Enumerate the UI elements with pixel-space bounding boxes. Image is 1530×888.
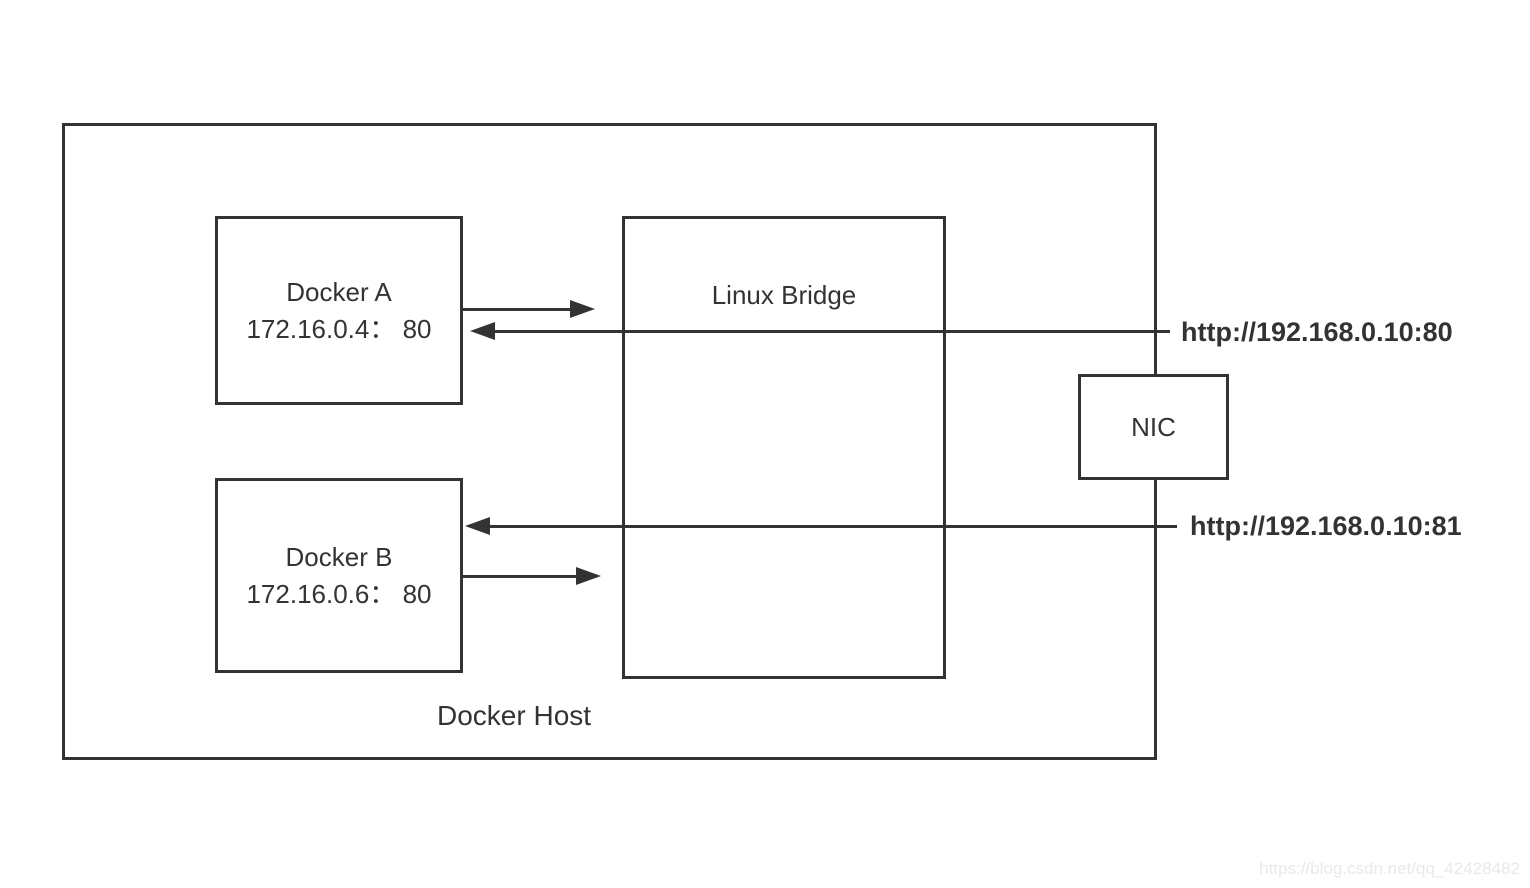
linux-bridge-label: Linux Bridge xyxy=(711,280,857,310)
docker-b-box: Docker B 172.16.0.6： 80 xyxy=(215,478,463,673)
endpoint-url-port-80: http://192.168.0.10:80 xyxy=(1181,317,1453,347)
nic-label: NIC xyxy=(1131,411,1176,442)
endpoint-url-port-81: http://192.168.0.10:81 xyxy=(1190,511,1462,541)
docker-a-title: Docker A xyxy=(286,276,392,307)
linux-bridge-box: Linux Bridge xyxy=(622,216,946,679)
arrow-left-icon xyxy=(470,322,495,340)
arrow-right-icon xyxy=(570,300,595,318)
nic-box: NIC xyxy=(1078,374,1229,480)
docker-b-address: 172.16.0.6： 80 xyxy=(246,578,432,609)
request-line-port-81 xyxy=(490,525,1177,528)
arrow-left-icon xyxy=(465,517,490,535)
watermark-text: https://blog.csdn.net/qq_42428482 xyxy=(1259,859,1520,878)
docker-b-title: Docker B xyxy=(285,541,393,572)
arrow-right-icon xyxy=(576,567,601,585)
docker-host-label: Docker Host xyxy=(437,700,592,731)
docker-b-outbound-line xyxy=(463,575,576,578)
request-line-port-80 xyxy=(495,330,1170,333)
docker-a-address: 172.16.0.4： 80 xyxy=(246,313,432,344)
docker-a-box: Docker A 172.16.0.4： 80 xyxy=(215,216,463,405)
docker-a-outbound-line xyxy=(463,308,570,311)
